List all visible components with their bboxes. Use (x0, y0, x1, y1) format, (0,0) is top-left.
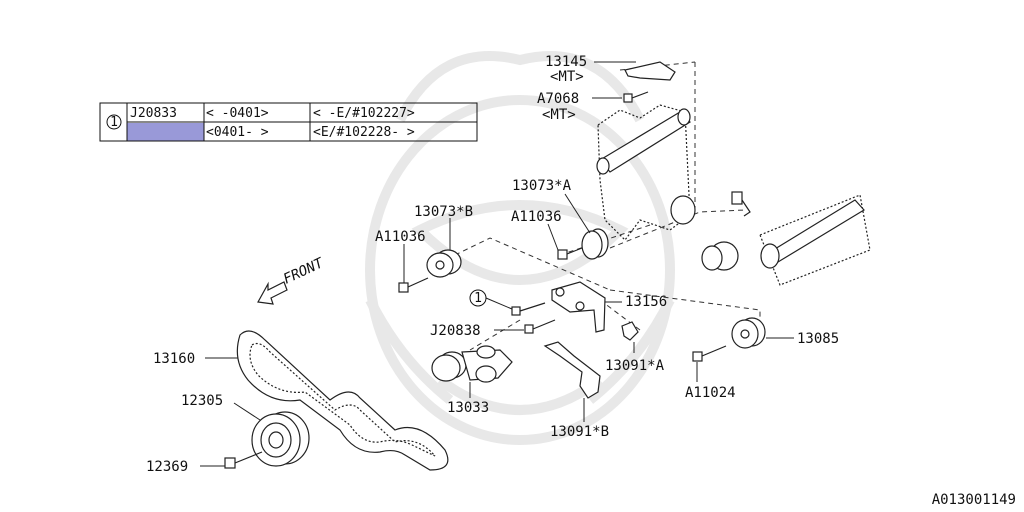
part-A11036-right-bolt (557, 247, 583, 260)
label-13033: 13033 (447, 400, 489, 416)
table-highlight-cell (127, 123, 204, 141)
part-13160-timing-belt (236, 330, 449, 471)
label-13160: 13160 (153, 351, 195, 367)
part-12369-crank-bolt (224, 451, 263, 469)
application-table: 1 J20833 < -0401> < -E/#102227> <0401- >… (99, 102, 478, 142)
label-J20838: J20838 (430, 323, 481, 339)
part-13085-idler (731, 317, 766, 349)
part-13073B-idler (426, 249, 462, 278)
part-13033-tensioner (431, 345, 513, 383)
label-13156: 13156 (625, 294, 667, 310)
ref-circle-label: 1 (474, 291, 482, 306)
table-marker: 1 (110, 115, 118, 130)
part-13156-bracket (551, 281, 606, 333)
part-13073A-idler (581, 228, 609, 260)
label-A11036-left: A11036 (375, 229, 426, 245)
label-A11036-right: A11036 (511, 209, 562, 225)
part-12305-crank-sprocket (251, 411, 310, 467)
diagram-id: A013001149 (932, 492, 1016, 508)
front-label: FRONT (281, 255, 327, 288)
label-A7068-note: <MT> (542, 107, 576, 123)
label-A11024: A11024 (685, 385, 736, 401)
table-row2-date: <0401- > (206, 125, 269, 140)
part-13091B-plate (543, 341, 601, 399)
label-13145-note: <MT> (550, 69, 584, 85)
front-arrow: FRONT (257, 255, 327, 305)
cam-side-pulleys (670, 191, 751, 271)
table-part-number: J20833 (130, 106, 177, 121)
table-row1-serial: < -E/#102227> (313, 106, 415, 121)
label-12369: 12369 (146, 459, 188, 475)
table-marker-circle (106, 114, 122, 130)
label-13073B: 13073*B (414, 204, 473, 220)
part-13091A-clip (621, 321, 639, 341)
label-12305: 12305 (181, 393, 223, 409)
part-13145-cover (624, 61, 676, 81)
label-13085: 13085 (797, 331, 839, 347)
table-row1-date: < -0401> (206, 106, 269, 121)
part-A7068-bolt (623, 91, 649, 103)
label-13091B: 13091*B (550, 424, 609, 440)
table-row2-serial: <E/#102228- > (313, 125, 415, 140)
label-13073A: 13073*A (512, 178, 572, 194)
label-A7068: A7068 (537, 91, 579, 107)
label-13091A: 13091*A (605, 358, 665, 374)
part-A11024-bolt (692, 345, 727, 362)
bracket-bolts (511, 302, 556, 334)
part-A11036-left-bolt (398, 277, 429, 293)
ref-circle-1: 1 (469, 289, 487, 307)
watermark-crest (365, 51, 675, 445)
label-13145: 13145 (545, 54, 587, 70)
leader-lines (200, 61, 794, 467)
